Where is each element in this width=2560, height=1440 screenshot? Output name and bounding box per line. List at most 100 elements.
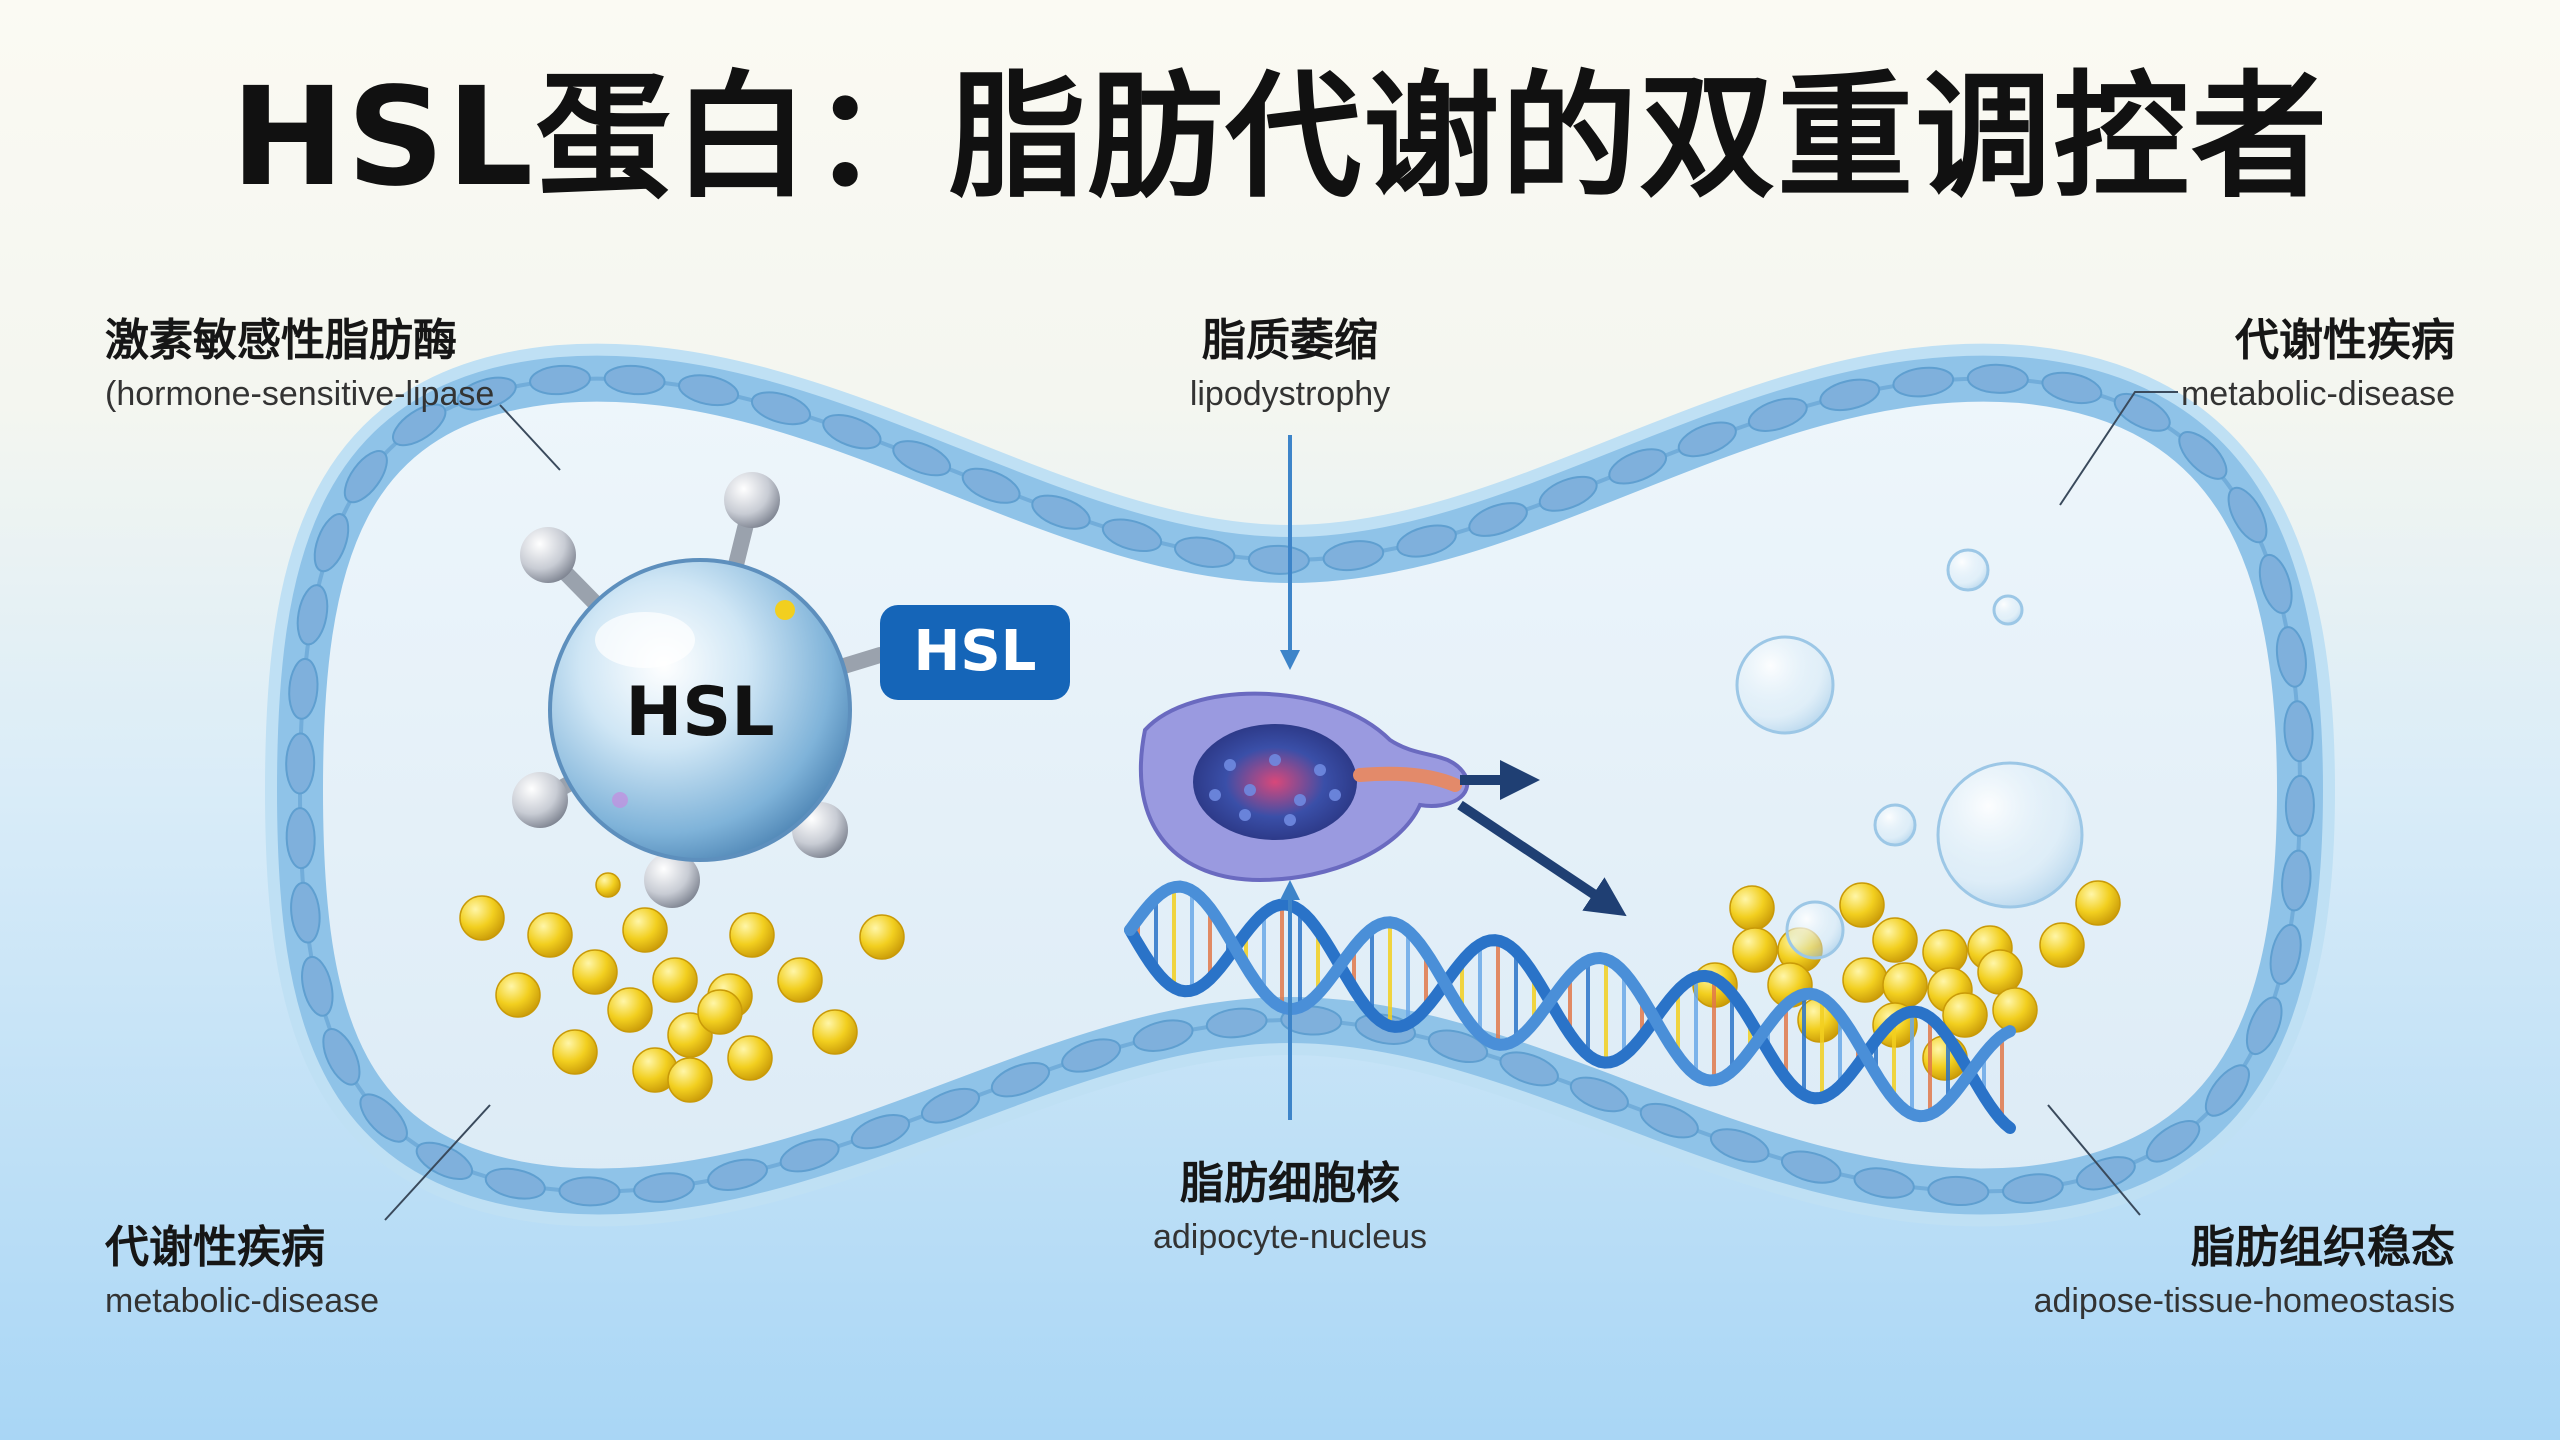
label-hsl-en: (hormone-sensitive-lipase bbox=[105, 374, 495, 413]
lipid-droplet bbox=[1729, 885, 1775, 931]
membrane-vesicle bbox=[1747, 397, 1808, 432]
membrane-vesicle bbox=[1569, 1076, 1629, 1113]
lipid-droplet bbox=[727, 1035, 773, 1081]
membrane-vesicle bbox=[1247, 544, 1310, 575]
membrane-vesicle bbox=[2178, 431, 2228, 480]
label-metabolic-disease-bottom: 代谢性疾病 metabolic-disease bbox=[105, 1222, 379, 1322]
label-adipose-homeostasis: 脂肪组织稳态 adipose-tissue-homeostasis bbox=[2034, 1222, 2455, 1322]
lipid-droplet bbox=[607, 987, 653, 1033]
membrane-vesicle bbox=[961, 467, 1021, 504]
label-adipose-homeostasis-zh: 脂肪组织稳态 bbox=[2191, 1222, 2455, 1273]
adipocyte-cell bbox=[286, 364, 2315, 1206]
label-hsl-zh: 激素敏感性脂肪酶 bbox=[105, 315, 457, 366]
membrane-vesicle bbox=[313, 513, 350, 573]
membrane-vesicle bbox=[558, 1176, 621, 1207]
membrane-vesicle bbox=[285, 807, 316, 870]
label-hsl: 激素敏感性脂肪酶 (hormone-sensitive-lipase bbox=[105, 315, 494, 415]
membrane-vesicle bbox=[707, 1158, 768, 1191]
membrane-vesicle bbox=[678, 374, 740, 407]
membrane-vesicle bbox=[892, 440, 952, 477]
membrane-vesicle bbox=[1061, 1038, 1122, 1073]
membrane-vesicle bbox=[2258, 553, 2293, 615]
lipid-droplet bbox=[495, 972, 541, 1018]
hsl-tag-label: HSL bbox=[914, 619, 1037, 684]
lipid-droplet bbox=[1992, 987, 2038, 1033]
membrane-vesicle bbox=[1927, 1175, 1990, 1207]
bubble-group bbox=[1735, 548, 2084, 960]
membrane-vesicle bbox=[1608, 448, 1668, 485]
page-title: HSL蛋白：脂肪代谢的双重调控者 bbox=[230, 59, 2330, 217]
membrane-vesicle bbox=[529, 364, 591, 396]
lipid-droplet bbox=[1942, 992, 1988, 1038]
membrane-vesicle bbox=[296, 584, 329, 646]
lipid-droplet bbox=[859, 914, 905, 960]
membrane-vesicle bbox=[1709, 1128, 1770, 1163]
lipid-droplet bbox=[572, 949, 618, 995]
dna-strand-b bbox=[1124, 880, 2016, 1123]
membrane-vesicle bbox=[301, 955, 334, 1017]
membrane-vesicle bbox=[1499, 1051, 1559, 1087]
lipid-droplet bbox=[1882, 962, 1928, 1008]
membrane-vesicle bbox=[2145, 1120, 2201, 1163]
hsl-tag: HSL bbox=[880, 605, 1070, 700]
label-adipocyte-nucleus-zh: 脂肪细胞核 bbox=[1180, 1158, 1400, 1209]
membrane-vesicle bbox=[1892, 366, 1955, 398]
membrane-vesicle bbox=[1819, 378, 1881, 412]
lipid-droplet bbox=[527, 912, 573, 958]
membrane-vesicle bbox=[1677, 421, 1737, 458]
membrane-vesicle bbox=[1205, 1007, 1268, 1039]
label-lipodystrophy-en: lipodystrophy bbox=[1189, 374, 1391, 413]
label-adipocyte-nucleus-en: adipocyte-nucleus bbox=[1152, 1217, 1428, 1256]
lipid-droplet bbox=[622, 907, 668, 953]
lipid-droplet bbox=[1872, 917, 1918, 963]
membrane-vesicle bbox=[322, 1028, 361, 1086]
membrane-vesicle bbox=[2204, 1064, 2250, 1117]
membrane-vesicle bbox=[1031, 494, 1091, 530]
label-adipose-homeostasis-en: adipose-tissue-homeostasis bbox=[2033, 1281, 2455, 1320]
membrane-vesicle bbox=[750, 391, 812, 426]
membrane-vesicle bbox=[1101, 518, 1163, 553]
membrane-vesicle bbox=[1322, 540, 1385, 572]
membrane-vesicle bbox=[1427, 1029, 1489, 1064]
membrane-vesicle bbox=[603, 364, 666, 396]
membrane-vesicle bbox=[2284, 774, 2315, 837]
membrane-vesicle bbox=[1174, 536, 1236, 568]
hsl-sphere-label: HSL bbox=[625, 673, 774, 752]
membrane-vesicle bbox=[1538, 475, 1598, 512]
membrane-vesicle bbox=[1396, 524, 1457, 558]
membrane-vesicle bbox=[2281, 849, 2312, 912]
membrane-vesicle bbox=[2002, 1173, 2064, 1204]
hsl-protein-icon: HSL bbox=[512, 472, 888, 908]
membrane-vesicles bbox=[285, 363, 2315, 1207]
membrane-vesicle bbox=[990, 1061, 1051, 1098]
membrane-vesicle bbox=[285, 732, 316, 795]
membrane-vesicle bbox=[359, 1093, 408, 1143]
lipid-droplet bbox=[667, 1057, 713, 1103]
membrane-vesicle bbox=[343, 450, 388, 504]
membrane-vesicle bbox=[288, 657, 319, 720]
lipid-droplet bbox=[595, 872, 621, 898]
lipid-droplet bbox=[552, 1029, 598, 1075]
label-lipodystrophy: 脂质萎缩 lipodystrophy bbox=[1080, 315, 1500, 415]
membrane-vesicle bbox=[456, 376, 517, 411]
lipid-droplet bbox=[697, 989, 743, 1035]
membrane-vesicle bbox=[2283, 700, 2314, 763]
membrane-vesicle bbox=[1780, 1150, 1842, 1184]
membrane-vesicle bbox=[1468, 502, 1528, 537]
label-metabolic-disease-top-en: metabolic-disease bbox=[2180, 374, 2455, 413]
label-metabolic-disease-bottom-zh: 代谢性疾病 bbox=[105, 1222, 325, 1273]
membrane-vesicle bbox=[392, 403, 447, 447]
membrane-vesicle bbox=[850, 1114, 911, 1150]
lipid-droplet bbox=[812, 1009, 858, 1055]
membrane-vesicle bbox=[779, 1138, 840, 1173]
lipid-droplet bbox=[1732, 927, 1778, 973]
membrane-vesicle bbox=[633, 1172, 695, 1203]
membrane-vesicle bbox=[1132, 1019, 1194, 1052]
membrane-vesicle bbox=[2245, 996, 2283, 1056]
membrane-vesicle bbox=[2041, 371, 2103, 405]
nucleus-icon bbox=[1138, 691, 1470, 883]
label-lipodystrophy-zh: 脂质萎缩 bbox=[1202, 315, 1378, 366]
membrane-vesicle bbox=[2275, 626, 2307, 688]
membrane-vesicle bbox=[2227, 486, 2268, 544]
